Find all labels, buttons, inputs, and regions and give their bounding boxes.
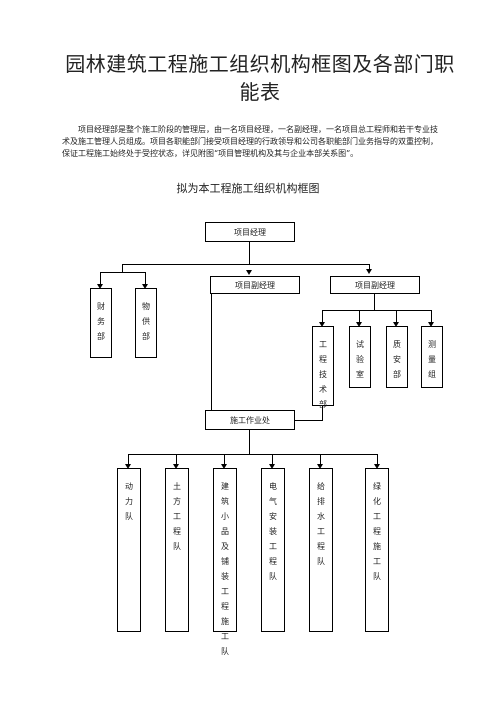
team-label: 建筑小品及铺装工程施工队 (221, 482, 229, 656)
arrow-icon (221, 464, 227, 469)
connector-line (359, 310, 360, 324)
connector-line (100, 272, 101, 285)
arrow-icon (366, 269, 372, 274)
connector-line (224, 454, 225, 466)
arrow-icon (374, 464, 380, 469)
testing-lab-box: 试验室 (349, 326, 371, 388)
engineering-dept-label: 工程技术部 (319, 340, 327, 409)
arrow-icon (356, 322, 362, 327)
arrow-icon (246, 270, 252, 275)
arrow-icon (125, 464, 131, 469)
connector-line (128, 454, 129, 466)
connector-line (249, 430, 250, 454)
connector-line (122, 264, 370, 265)
arrow-icon (319, 322, 325, 327)
deputy-manager-left-label: 项目副经理 (235, 280, 275, 290)
connector-line (249, 242, 250, 264)
team-box: 建筑小品及铺装工程施工队 (213, 468, 237, 656)
connector-line (128, 454, 378, 455)
connector-line (211, 294, 212, 420)
team-box: 电气安装工程队 (261, 468, 285, 632)
document-title: 园林建筑工程施工组织机构框图及各部门职能表 (65, 52, 455, 104)
team-label: 给排水工程队 (317, 482, 325, 566)
deputy-manager-right-label: 项目副经理 (355, 280, 395, 290)
connector-line (322, 310, 323, 324)
connector-line (176, 454, 177, 466)
connector-line (322, 310, 432, 311)
quality-safety-dept-box: 质安部 (386, 326, 408, 388)
connector-line (369, 264, 370, 270)
project-manager-label: 项目经理 (234, 227, 266, 237)
connector-line (396, 310, 397, 324)
survey-group-box: 测量组 (421, 326, 443, 388)
connector-line (320, 454, 321, 466)
arrow-icon (317, 464, 323, 469)
arrow-icon (173, 464, 179, 469)
connector-line (272, 454, 273, 466)
arrow-icon (97, 284, 103, 289)
connector-line (122, 264, 123, 272)
finance-dept-box: 财务部 (90, 288, 112, 358)
survey-group-label: 测量组 (428, 340, 436, 379)
chart-title: 拟为本工程施工组织机构框图 (176, 182, 320, 195)
connector-line (377, 454, 378, 466)
connector-line (431, 310, 432, 324)
intro-paragraph: 项目经理部是整个施工阶段的管理层，由一名项目经理，一名副经理，一名项目总工程师和… (62, 125, 438, 158)
connector-line (374, 294, 375, 310)
team-box: 土方工程队 (165, 468, 189, 632)
supply-dept-label: 物供部 (142, 302, 150, 341)
testing-lab-label: 试验室 (356, 340, 364, 379)
team-box: 给排水工程队 (309, 468, 333, 632)
team-box: 动力队 (117, 468, 141, 632)
project-manager-box: 项目经理 (205, 222, 295, 242)
team-box: 绿化工程施工队 (365, 468, 389, 632)
supply-dept-box: 物供部 (135, 288, 157, 358)
team-label: 电气安装工程队 (269, 482, 277, 581)
connector-line (322, 406, 323, 420)
connector-line (100, 272, 146, 273)
deputy-manager-right-box: 项目副经理 (330, 276, 420, 294)
quality-safety-dept-label: 质安部 (393, 340, 401, 379)
connector-line (145, 272, 146, 285)
construction-office-box: 施工作业处 (205, 410, 295, 430)
arrow-icon (428, 322, 434, 327)
team-label: 土方工程队 (173, 482, 181, 551)
connector-line (295, 420, 323, 421)
arrow-icon (269, 464, 275, 469)
engineering-dept-box: 工程技术部 (312, 326, 334, 409)
finance-dept-label: 财务部 (97, 302, 105, 341)
team-label: 绿化工程施工队 (373, 482, 381, 581)
arrow-icon (393, 322, 399, 327)
team-label: 动力队 (125, 482, 133, 521)
construction-office-label: 施工作业处 (230, 415, 270, 425)
deputy-manager-left-box: 项目副经理 (210, 276, 300, 294)
arrow-icon (142, 284, 148, 289)
